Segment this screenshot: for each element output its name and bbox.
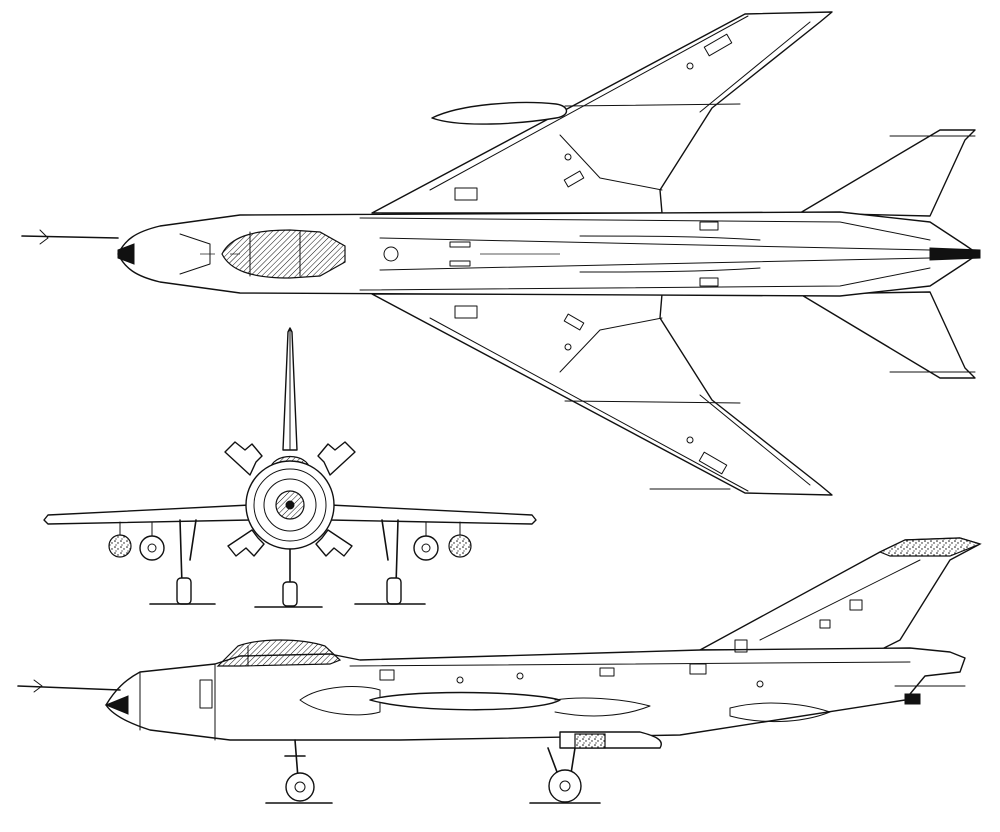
side-view-nose-wheel [285, 772, 315, 802]
front-view-left-main-wheel [176, 577, 192, 605]
top-view-lower-wing [371, 293, 833, 496]
front-view-rocket-pod-left [108, 534, 132, 558]
side-view-canopy [216, 639, 342, 667]
front-view-tank-right [413, 535, 439, 561]
front-view-right-wing [329, 504, 537, 525]
top-view-upper-wing [371, 11, 833, 214]
front-view-lower-right-stabilizer [315, 529, 353, 557]
top-view-upper-drop-tank [431, 101, 568, 125]
front-view [43, 327, 537, 608]
side-view-main-wheel [548, 769, 582, 803]
side-view-fuselage [105, 647, 966, 741]
front-view-upper-left-stabilizer [224, 441, 263, 476]
front-view-rocket-pod-right [448, 534, 472, 558]
front-view-lower-left-stabilizer [227, 529, 265, 557]
front-view-left-wing [43, 504, 251, 525]
side-view [17, 537, 982, 804]
front-view-right-main-wheel [386, 577, 402, 605]
front-view-upper-right-stabilizer [317, 441, 356, 476]
top-view-upper-stabilizer [799, 129, 976, 217]
top-view-canopy [221, 229, 346, 279]
top-view [21, 11, 981, 496]
top-view-lower-stabilizer [799, 291, 976, 379]
front-view-tank-left [139, 535, 165, 561]
side-view-fin-tip [878, 537, 982, 557]
side-view-drop-tank [369, 691, 561, 711]
front-view-nose-wheel [282, 581, 298, 607]
